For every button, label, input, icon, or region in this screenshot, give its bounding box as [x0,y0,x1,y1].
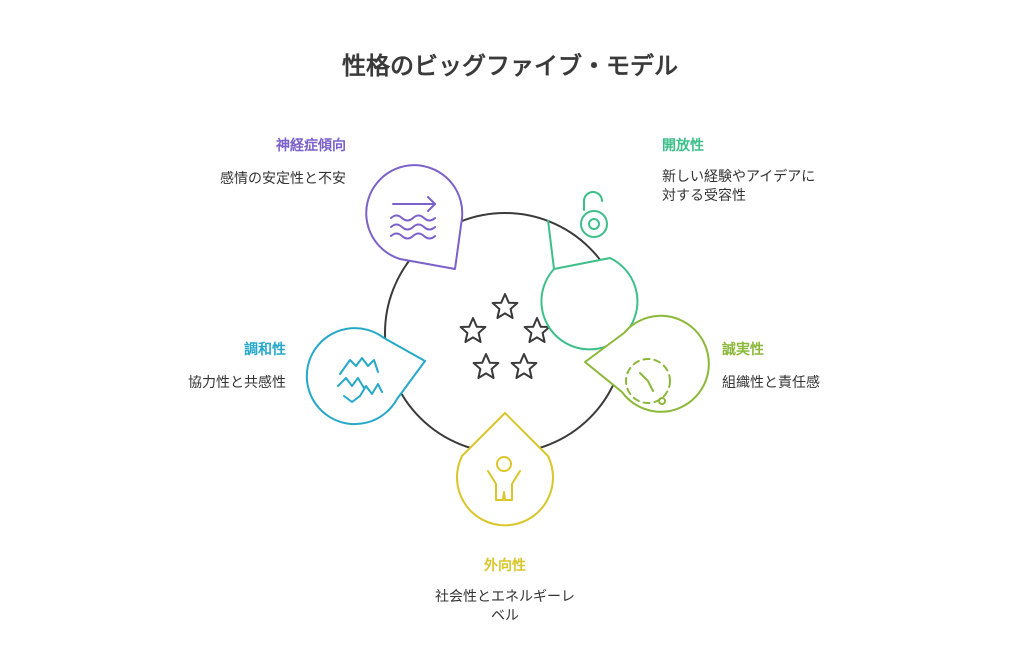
node-extraversion [456,412,554,527]
trait-label-agreeableness: 調和性 [244,342,286,358]
dashed-clock-icon [625,358,671,405]
node-neuroticism [365,164,464,270]
page-title: 性格のビッグファイブ・モデル [342,52,678,80]
trait-desc-conscientiousness: 組織性と責任感 [722,375,820,391]
person-arms-raised-icon [487,456,521,501]
trait-desc-openness-line1: 新しい経験やアイデアに [662,169,816,185]
node-openness [540,191,639,351]
node-agreeableness [305,327,426,426]
trait-desc-neuroticism: 感情の安定性と不安 [220,171,346,187]
trait-desc-openness-line2: 対する受容性 [662,188,746,204]
handshake-icon [337,357,383,403]
waves-arrow-icon [390,196,436,240]
trait-label-conscientiousness: 誠実性 [722,342,764,358]
unlocked-padlock-icon [580,191,608,238]
trait-label-neuroticism: 神経症傾向 [276,138,346,154]
trait-desc-agreeableness: 協力性と共感性 [188,375,286,391]
node-conscientiousness [584,314,710,413]
trait-desc-openness: 新しい経験やアイデアに 対する受容性 [662,168,852,206]
trait-desc-extraversion-line2: ベル [491,608,519,624]
trait-desc-extraversion-line1: 社会性とエネルギーレ [435,589,575,605]
trait-label-openness: 開放性 [662,138,704,154]
five-stars-icon [459,293,551,379]
trait-desc-extraversion: 社会性とエネルギーレ ベル [395,588,615,626]
trait-label-extraversion: 外向性 [484,558,526,574]
